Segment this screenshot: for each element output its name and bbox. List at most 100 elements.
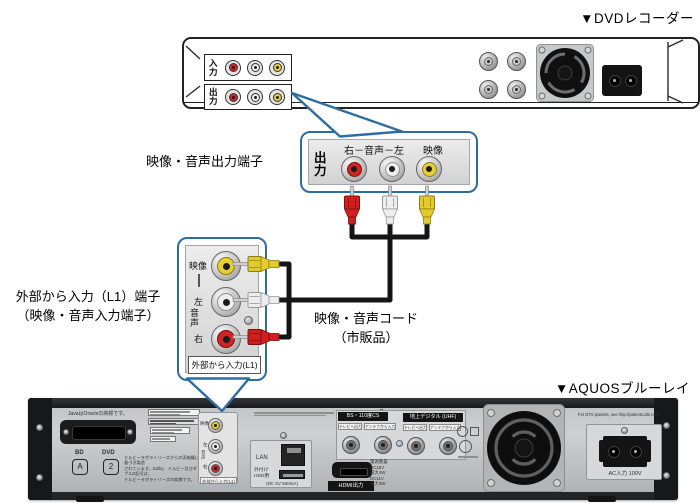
antenna-panel: BS・110度CS 地上デジタル (UHF) テレビへ出力 アンテナから入力 テ… (336, 410, 466, 460)
ac-input-label: AC入力 100V (608, 471, 642, 477)
l1-jack-yellow (211, 251, 241, 281)
callout-jack-red (341, 156, 367, 182)
rear-jack (479, 80, 498, 99)
input-right-label: 右 (194, 334, 204, 344)
ac-inlet-panel: AC入力 100V (586, 424, 662, 480)
dvd-panel-baseline (184, 102, 698, 103)
ext-input-caption: 外部から入力(L1) (200, 477, 237, 484)
bd-logo-icon: A (72, 459, 88, 475)
hdmi-port (332, 462, 372, 478)
dvd-input-jack-group: 入力 (204, 54, 292, 81)
ext-video-label: 映像 (200, 421, 209, 426)
input-audio-label: 音声 (190, 308, 200, 328)
device-foot (588, 496, 616, 502)
hdmi-label: HDMI出力 (328, 481, 374, 491)
input-video-label: 映像 (189, 261, 208, 271)
device-foot (76, 496, 104, 502)
bs-antenna-in-connector (374, 436, 392, 454)
dvd-logo-label: DVD (102, 450, 115, 456)
input-callout-photo: 映像 左 音声 右 外部から入力(L1) (185, 245, 261, 374)
input-jack-yellow (269, 59, 285, 76)
dvd-recorder-header: ▼DVDレコーダー (580, 11, 694, 26)
micro-text (253, 411, 335, 417)
l1-caption: 外部から入力(L1) (188, 356, 261, 374)
callout-jack-white (379, 156, 405, 182)
lan-label: LAN (256, 455, 268, 461)
av-cord-annotation: 映像・音声コード （市販品） (302, 309, 430, 347)
tv-out-label: テレビへ出力 (338, 423, 362, 430)
input-jack-white (247, 59, 263, 76)
ext-left-label: 左 (203, 442, 208, 447)
ext-audio-label: 音声 (201, 450, 206, 461)
dc-spec-label: (DC 5V 500mA) (266, 481, 298, 486)
aquos-bottom-edge (28, 492, 678, 500)
sticker-label (148, 418, 200, 425)
antenna-in-label: アンテナから入力 (364, 423, 396, 430)
sticker-label (150, 436, 176, 442)
dvd-rear-panel: 入力 出力 (182, 37, 700, 110)
ext-right-label: 右 (203, 464, 208, 469)
lan-usb-box: LAN 外付け HDD用 (DC 5V 500mA) (250, 440, 312, 488)
output-callout-photo: 出力 右－音声－左 映像 (308, 139, 470, 185)
video-label: 映像 (423, 146, 443, 157)
screw (396, 440, 403, 447)
dvd-fan (536, 44, 594, 102)
hdd-label: 外付け HDD用 (254, 468, 270, 479)
aquos-ext-input-strip: 映像 左 音声 右 外部から入力(L1) (198, 412, 238, 484)
sticker-label (148, 409, 200, 416)
output-callout: 出力 右－音声－左 映像 (300, 131, 478, 193)
rear-jack (479, 52, 498, 71)
ext-input-annotation: 外部から入力（L1）端子 （映像・音声入力端子） (2, 287, 174, 325)
av-multi-connector (60, 420, 136, 444)
rear-jack (507, 80, 526, 99)
callout-jack-yellow (416, 156, 442, 182)
output-jack-yellow (269, 89, 285, 105)
aquos-top-edge (28, 398, 678, 408)
uhf-label: 地上デジタル (UHF) (403, 413, 463, 422)
tv-out-label: テレビへ出力 (403, 424, 427, 431)
audio-lr-label: 右－音声－左 (344, 146, 404, 157)
output-jack-red (225, 89, 241, 105)
input-left-label: 左 (194, 297, 204, 307)
aquos-rear-panel: JavaはOracleの商標です。 BD A DVD 2 ドルビーラボラトリーズ… (28, 398, 678, 502)
power-spec: 電源重畳 DC15V 最大4W DC11V 最大3W (370, 459, 388, 486)
input-callout: 映像 左 音声 右 外部から入力(L1) (177, 237, 267, 381)
dolby-note: ドルビーラボラトリーズからの実施権に基づき製造 されています。Dolby、ドルビ… (124, 455, 200, 482)
aquos-left-bracket (28, 398, 52, 500)
aquos-fan (483, 404, 565, 492)
lan-port (281, 444, 305, 466)
uhf-tv-out-connector (407, 437, 425, 455)
l1-jack-red (211, 324, 241, 354)
av-cord-line2: （市販品） (333, 330, 399, 345)
av-cord-line1: 映像・音声コード (313, 311, 418, 326)
ext-input-line1: 外部から入力（L1）端子 (15, 289, 161, 304)
aquos-jack-yellow (208, 418, 223, 433)
l1-jack-white (211, 287, 241, 317)
certification-marks (455, 426, 481, 460)
java-trademark-note: JavaはOracleの商標です。 (68, 411, 128, 417)
output-callout-label: 出力 (314, 151, 327, 179)
screw (244, 316, 253, 325)
aquos-bluray-header: ▼AQUOSブルーレイ (554, 381, 690, 396)
aquos-jack-red (208, 461, 223, 476)
ext-input-line2: （映像・音声入力端子） (16, 308, 160, 323)
output-terminal-annotation: 映像・音声出力端子 (146, 154, 264, 169)
bs-cs-label: BS・110度CS (338, 412, 388, 421)
dvd-input-label: 入力 (209, 57, 218, 77)
output-jack-white (247, 89, 263, 105)
dvd-ac-inlet (602, 65, 642, 96)
uhf-antenna-in-connector (439, 437, 457, 455)
rear-jack (507, 52, 526, 71)
aquos-jack-white (208, 439, 223, 454)
sticker-label (150, 427, 190, 434)
dts-note: For DTS patents, see http://patents.dts.… (577, 412, 661, 417)
dvd-output-jack-group: 出力 (204, 84, 292, 110)
input-jack-red (225, 59, 241, 76)
bs-tv-out-connector (342, 436, 360, 454)
dvd-logo-icon: 2 (103, 459, 119, 475)
screw (280, 432, 287, 439)
bd-logo-label: BD (75, 450, 84, 456)
usb-port (279, 470, 305, 479)
separator (198, 274, 200, 287)
